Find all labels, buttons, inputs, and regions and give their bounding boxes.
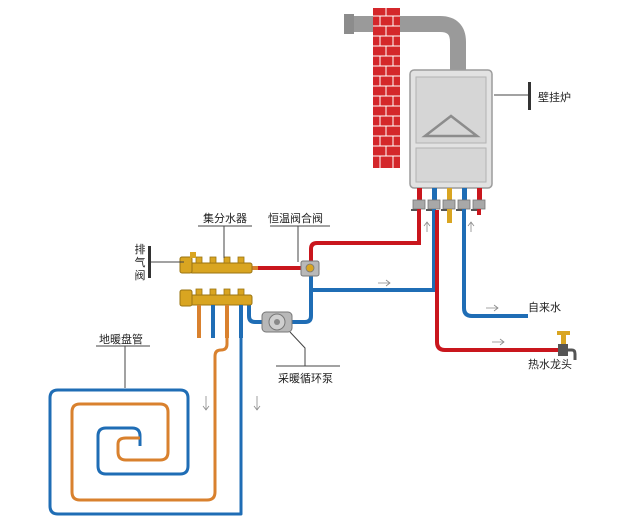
heating-return-pipe xyxy=(313,209,436,292)
floor-heating-coil xyxy=(48,338,243,516)
boiler-label: 壁挂炉 xyxy=(538,91,571,104)
hot-water-tap-icon xyxy=(557,331,577,360)
mixing-valve-label: 恒温阀合阀 xyxy=(268,212,323,225)
boiler-flame-icon xyxy=(421,114,481,138)
pump-leader-line xyxy=(289,331,306,366)
heating-supply-pipe xyxy=(309,209,421,262)
manifold-outlet-pipes xyxy=(197,305,243,338)
boiler-label-bar xyxy=(528,82,531,110)
circulation-pump-icon xyxy=(261,311,293,333)
tap-water-label: 自来水 xyxy=(528,301,561,314)
brick-chimney xyxy=(373,8,400,168)
floor-coil-label: 地暖盘管 xyxy=(99,333,143,346)
pump-loop-pipe xyxy=(210,276,313,324)
hot-water-pipe xyxy=(435,209,560,352)
air-vent-label: 排气阀 xyxy=(134,243,146,282)
air-vent-label-bar xyxy=(148,246,151,278)
flue-pipe xyxy=(344,14,466,72)
tap-water-pipe xyxy=(462,209,528,318)
mixing-valve-icon xyxy=(300,260,320,277)
circulation-pump-label: 采暖循环泵 xyxy=(278,372,333,385)
manifold-icon xyxy=(179,252,253,307)
wall-boiler xyxy=(409,69,493,189)
hot-water-tap-label: 热水龙头 xyxy=(528,358,572,371)
flow-arrows xyxy=(202,221,505,411)
manifold-label: 集分水器 xyxy=(203,212,247,225)
boiler-connections xyxy=(411,188,486,223)
